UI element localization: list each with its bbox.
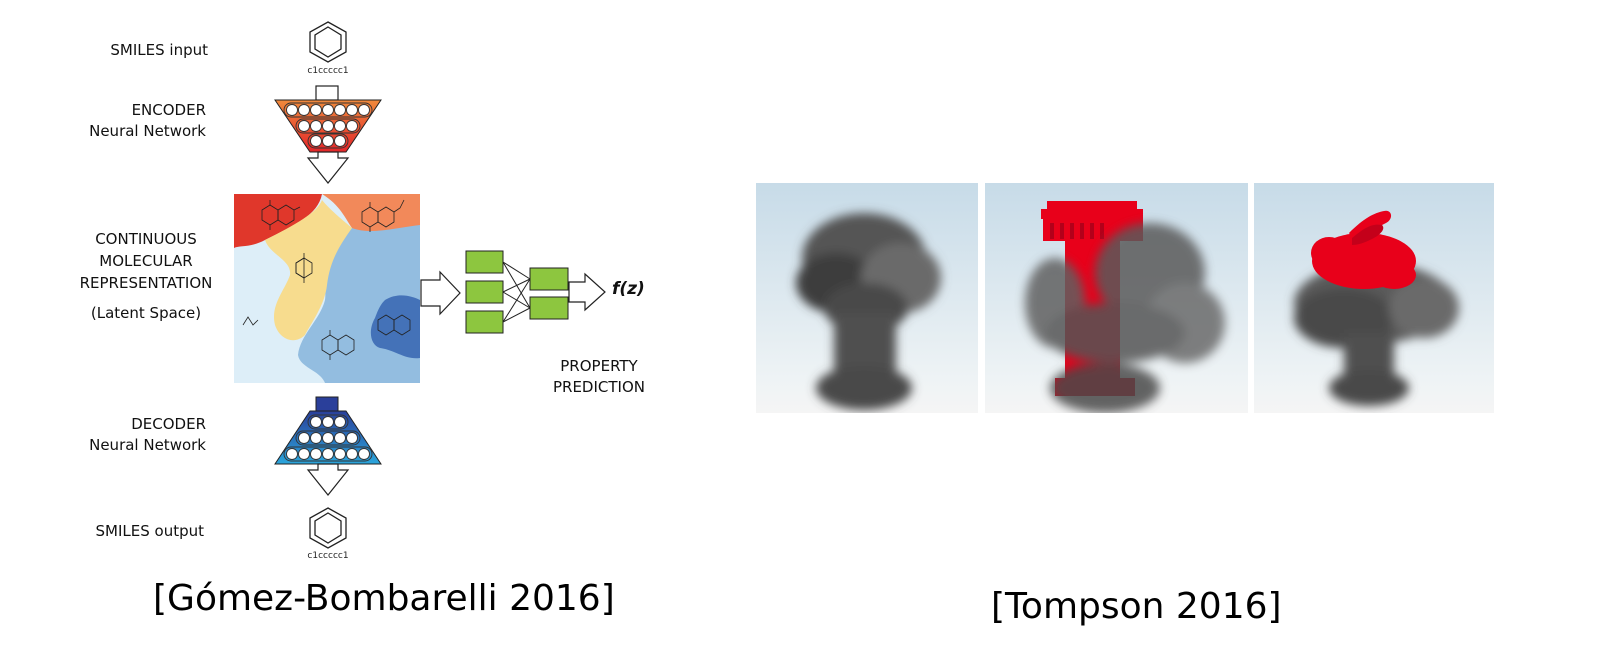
benzene-output-icon — [309, 507, 347, 549]
panel-smoke-with-red-tower — [985, 183, 1248, 413]
decoder-network — [274, 410, 382, 465]
predictor-node-2 — [465, 280, 504, 304]
encoder-label-line1: ENCODER — [131, 101, 206, 119]
property-label-line2: PREDICTION — [552, 378, 645, 396]
encoder-label: ENCODER Neural Network — [60, 100, 206, 142]
property-label-line1: PROPERTY — [560, 357, 638, 375]
smoke-plume-image — [756, 183, 978, 413]
latent-label-line4: (Latent Space) — [90, 304, 202, 322]
smoke-tower-image — [985, 183, 1248, 413]
decoder-label-line2: Neural Network — [89, 436, 206, 454]
latent-label-line1: CONTINUOUS — [95, 230, 197, 248]
latent-space-label: CONTINUOUS MOLECULAR REPRESENTATION (Lat… — [66, 228, 226, 324]
right-caption: [Tompson 2016] — [991, 586, 1282, 627]
predictor-node-5 — [529, 296, 569, 320]
predictor-output-arrow — [568, 272, 606, 312]
latent-space-map — [234, 194, 420, 383]
encoder-label-line2: Neural Network — [89, 122, 206, 140]
predictor-node-1 — [465, 250, 504, 274]
predictor-node-3 — [465, 310, 504, 334]
left-caption: [Gómez-Bombarelli 2016] — [153, 578, 615, 619]
panel-smoke-plume — [756, 183, 978, 413]
encoder-down-arrow — [306, 151, 350, 184]
latent-label-line3: REPRESENTATION — [79, 274, 213, 292]
smiles-output-string: c1ccccc1 — [307, 551, 349, 561]
smiles-output-label: SMILES output — [95, 522, 205, 540]
latent-label-line2: MOLECULAR — [99, 252, 193, 270]
function-label: f(z) — [612, 279, 645, 299]
smiles-input-string: c1ccccc1 — [307, 66, 349, 76]
predictor-node-4 — [529, 267, 569, 291]
decoder-label-line1: DECODER — [131, 415, 206, 433]
encoder-network — [274, 99, 382, 153]
encoder-input-connector — [315, 85, 339, 101]
smiles-input-label: SMILES input — [110, 41, 208, 59]
benzene-input-icon — [309, 21, 347, 63]
property-prediction-label: PROPERTY PREDICTION — [540, 356, 658, 398]
smoke-bunny-image — [1254, 183, 1494, 413]
decoder-label: DECODER Neural Network — [60, 414, 206, 456]
red-bunny-obstacle — [1311, 210, 1416, 289]
latent-right-arrow — [420, 270, 461, 316]
vae-diagram — [234, 21, 606, 549]
property-predictor-network — [465, 250, 569, 334]
decoder-input-connector — [315, 396, 339, 412]
panel-smoke-with-red-bunny — [1254, 183, 1494, 413]
decoder-down-arrow — [306, 463, 350, 496]
